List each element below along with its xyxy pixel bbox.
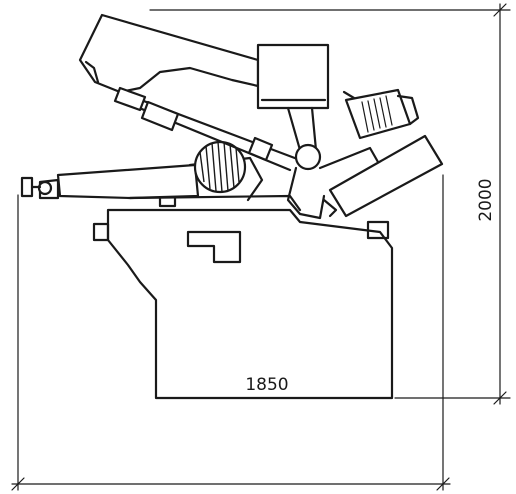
blade-guide-left [113,86,147,112]
side-knob [92,222,110,242]
motor-endcap [396,94,420,126]
work-table [20,156,302,212]
machine-base [92,208,394,400]
gearbox-housing [256,43,330,110]
workpiece [193,140,247,194]
chip-tray [318,134,444,218]
vise-handwheel [20,176,34,198]
saw-bow [78,13,330,220]
dimension-lines [11,3,511,491]
blade-guide-right [247,136,274,162]
motor [342,88,420,140]
pivot-hub [294,143,322,171]
control-slot [186,230,242,264]
bow-frame [78,13,260,94]
height-dimension-label: 2000 [476,178,496,221]
pivot-column [286,106,318,152]
width-dimension-label: 1850 [245,375,288,395]
